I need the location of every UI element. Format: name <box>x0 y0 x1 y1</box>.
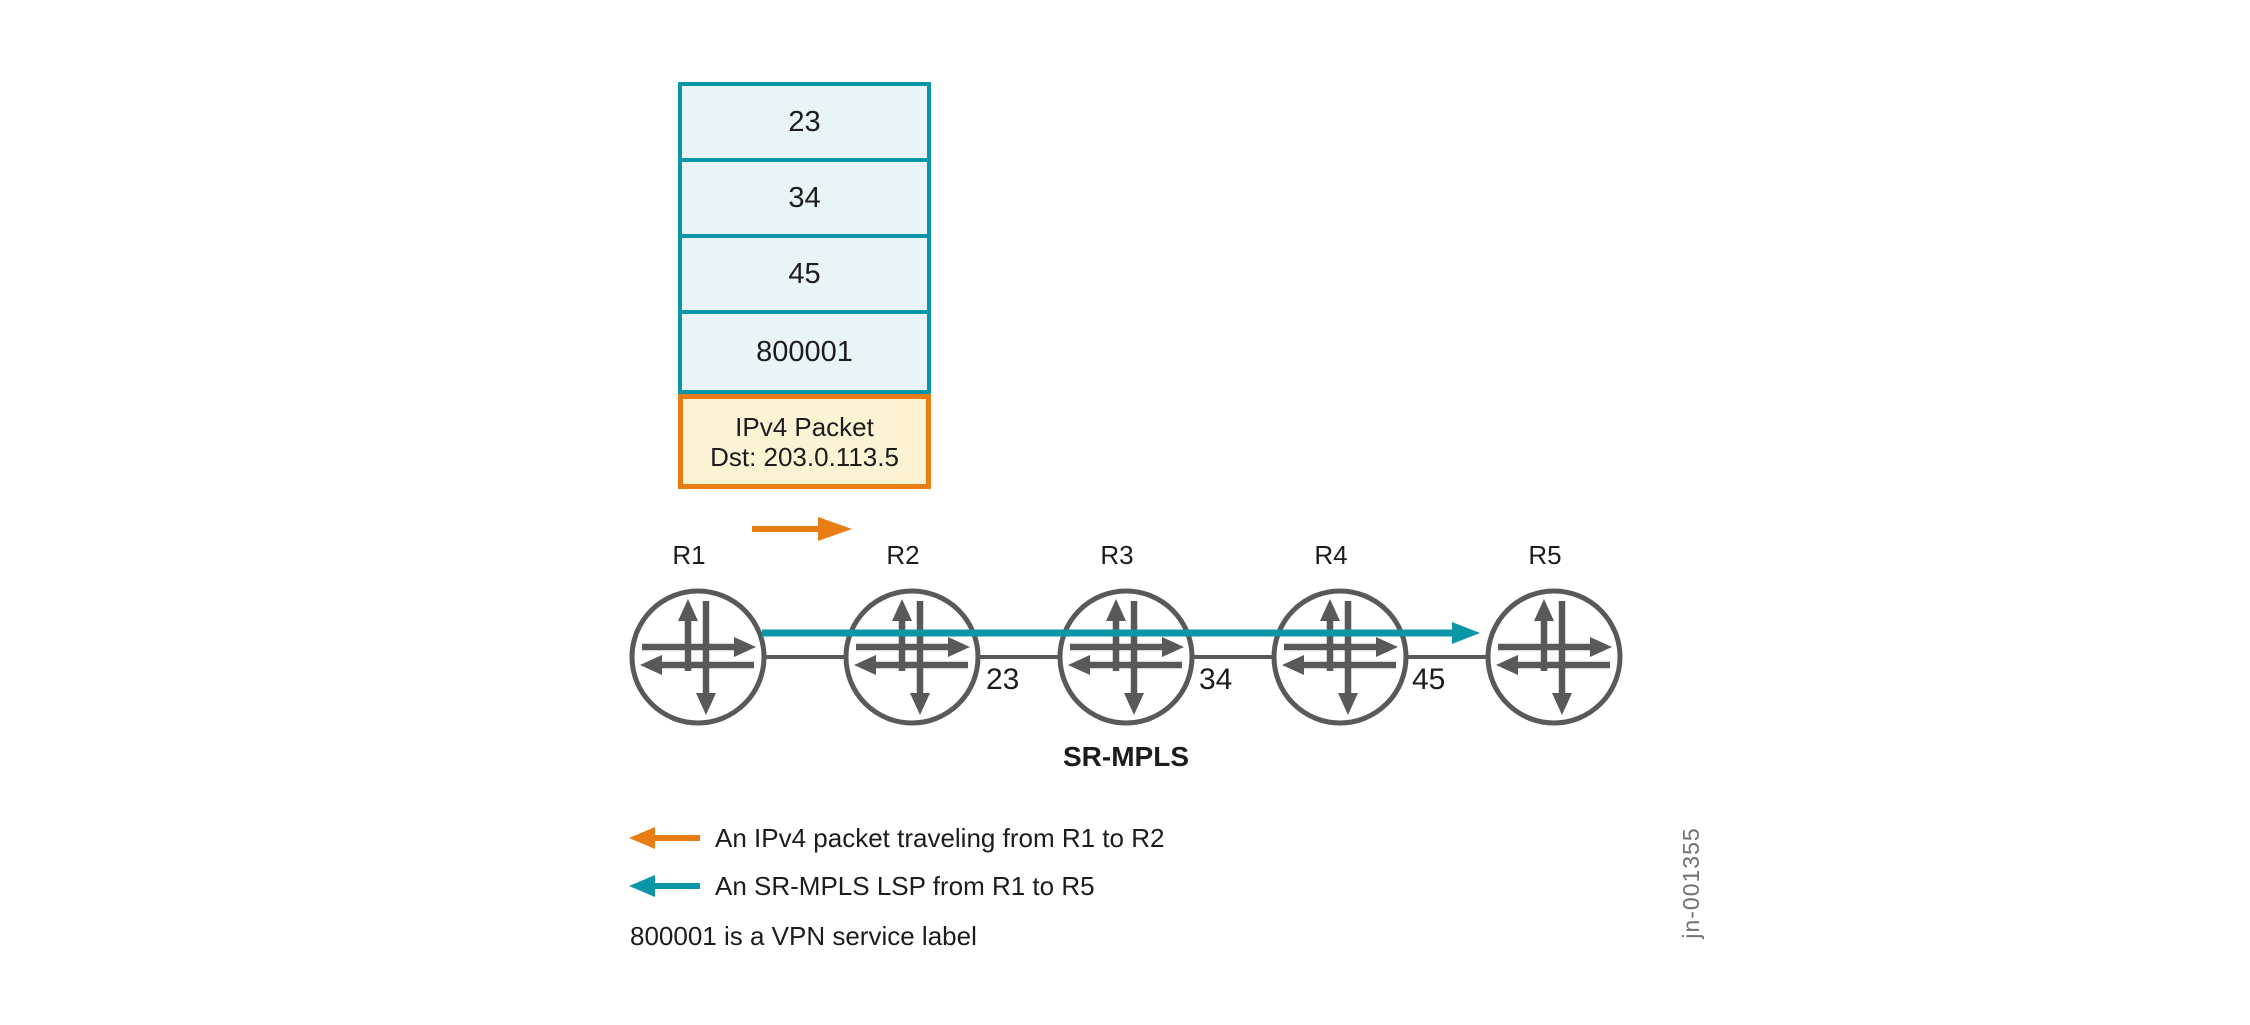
router-icon-r5 <box>1488 591 1620 723</box>
router-icon-r2 <box>846 591 978 723</box>
vpn-service-label-note: 800001 is a VPN service label <box>630 921 977 951</box>
legend-item-sr-mpls-lsp: An SR-MPLS LSP from R1 to R5 <box>628 870 1095 901</box>
ipv4-packet-destination: Dst: 203.0.113.5 <box>710 441 899 472</box>
router-label-r5: R5 <box>1528 540 1562 570</box>
legend-item-ipv4-packet: An IPv4 packet traveling from R1 to R2 <box>628 822 1165 853</box>
ipv4-packet-cell: IPv4 Packet Dst: 203.0.113.5 <box>678 394 931 489</box>
router-label-r4: R4 <box>1314 540 1348 570</box>
figure-id: jn-001355 <box>1678 827 1704 939</box>
teal-left-arrow-icon <box>629 875 700 897</box>
router-label-r2: R2 <box>886 540 920 570</box>
link-label-r3-r4: 34 <box>1199 663 1233 696</box>
legend-label: An IPv4 packet traveling from R1 to R2 <box>715 822 1165 853</box>
label-stack-segment-labels: 23 34 45 800001 <box>678 82 931 394</box>
stack-cell: 45 <box>682 238 927 314</box>
router-icon-r4 <box>1274 591 1406 723</box>
sr-mpls-caption: SR-MPLS <box>1063 741 1189 772</box>
packet-travel-right-arrow-icon <box>752 517 852 541</box>
stack-cell-value: 45 <box>788 257 821 290</box>
mpls-label-stack: 23 34 45 800001 IPv4 Packet Dst: 203.0.1… <box>678 82 931 489</box>
router-icon-r1 <box>632 591 764 723</box>
stack-cell-value: 800001 <box>756 335 853 368</box>
stack-cell: 800001 <box>682 314 927 390</box>
stack-cell: 23 <box>682 86 927 162</box>
sr-mpls-lsp-arrow-head-icon <box>1452 622 1480 644</box>
link-label-r2-r3: 23 <box>986 663 1020 696</box>
orange-left-arrow-icon <box>629 827 700 849</box>
stack-cell-value: 23 <box>788 105 821 138</box>
legend-label: An SR-MPLS LSP from R1 to R5 <box>715 870 1095 901</box>
router-label-r1: R1 <box>672 540 706 570</box>
link-label-r4-r5: 45 <box>1412 663 1446 696</box>
router-icon-r3 <box>1060 591 1192 723</box>
stack-cell: 34 <box>682 162 927 238</box>
stack-cell-value: 34 <box>788 181 821 214</box>
ipv4-packet-title: IPv4 Packet <box>735 411 874 442</box>
router-label-r3: R3 <box>1100 540 1134 570</box>
